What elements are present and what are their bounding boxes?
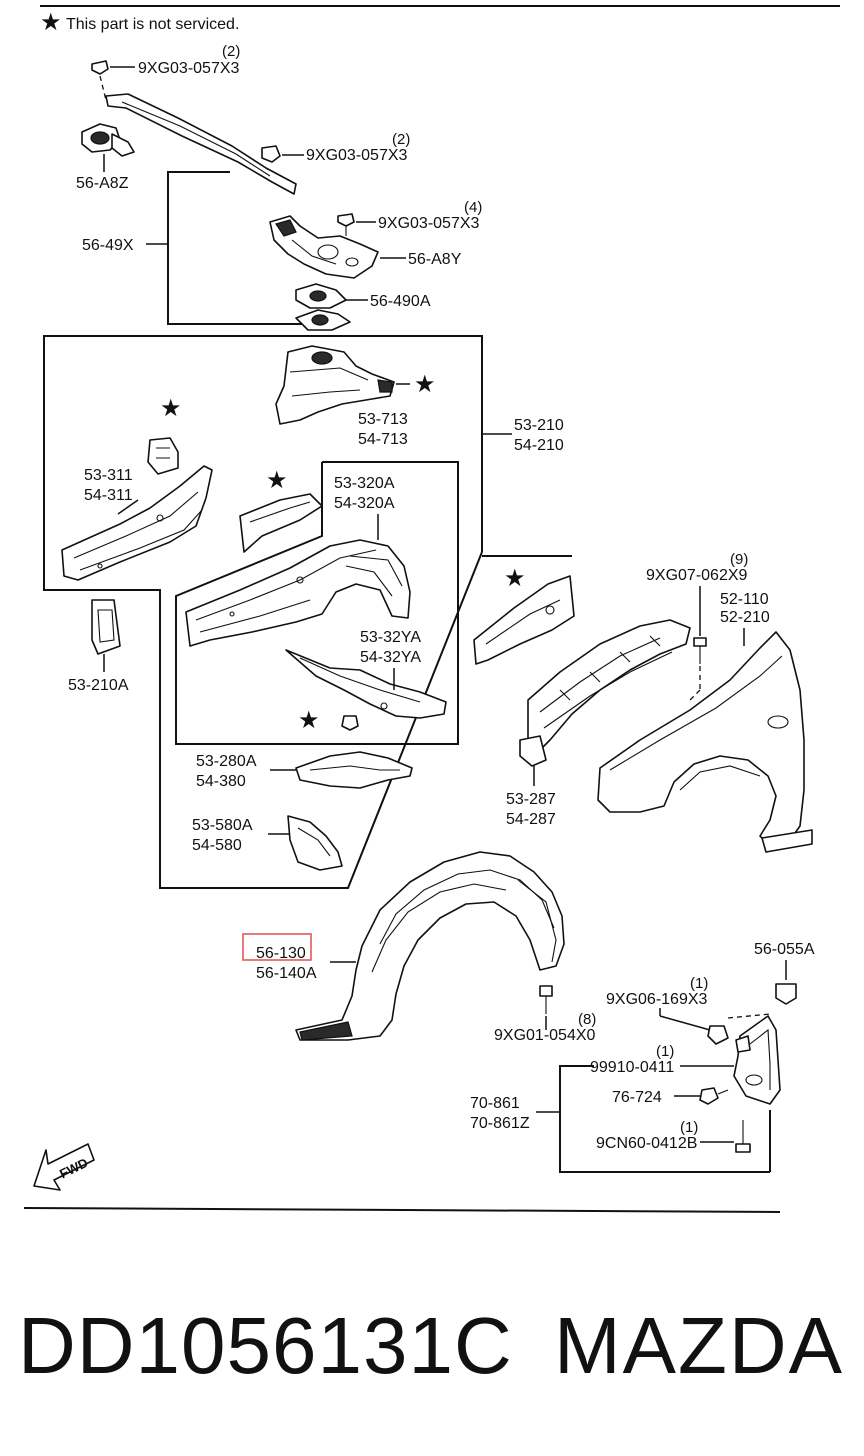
gusset-part: [287, 815, 343, 871]
insulator-part: [295, 283, 351, 331]
fender-bracket-part: [519, 619, 691, 767]
label-bolt-top-2-qty: (2): [392, 131, 410, 148]
liner-highlight-box: [242, 933, 312, 961]
label-fender-bolt-qty: (9): [730, 551, 748, 568]
label-flap-screw-qty: (1): [656, 1043, 674, 1060]
bottom-rule: [23, 1207, 781, 1213]
footer: DD1056131C MAZDA: [0, 1296, 864, 1406]
clip-part: [775, 983, 797, 1005]
label-bolt-top-2-code: 9XG03-057X3: [306, 147, 408, 164]
label-apron-assy-1: 53-210: [514, 417, 564, 434]
bolt-top-1: [91, 60, 135, 75]
mount-right-part: [269, 215, 379, 279]
label-fender-bolt-code: 9XG07-062X9: [646, 567, 748, 584]
label-fender-bracket-1: 53-287: [506, 791, 556, 808]
label-bracket: 53-210A: [68, 677, 129, 694]
bolt-top-2: [261, 145, 304, 163]
label-mount-left: 56-A8Z: [76, 175, 129, 192]
star-frame-bracket: ★: [160, 395, 182, 422]
liner-fastener: [539, 985, 553, 1030]
label-flap-bolt-code: 9CN60-0412B: [596, 1135, 697, 1152]
bracket-part: [91, 599, 121, 655]
label-gusset-1: 53-580A: [192, 817, 253, 834]
label-insulator: 56-490A: [370, 293, 431, 310]
wheel-liner-part: [295, 851, 565, 1041]
label-clip: 56-055A: [754, 941, 815, 958]
label-tower-2: 54-713: [358, 431, 408, 448]
label-liner-1: 56-130: [256, 945, 306, 962]
note-star: ★: [40, 9, 62, 36]
fwd-arrow: FWD: [33, 1143, 95, 1191]
label-fender-1: 52-110: [720, 591, 769, 608]
label-screw-qty: (1): [690, 975, 708, 992]
label-frame-1: 53-311: [84, 467, 133, 484]
strut-tower-part: [275, 345, 395, 425]
label-bolt-top-1-code: 9XG03-057X3: [138, 60, 240, 77]
label-mount-right: 56-A8Y: [408, 251, 462, 268]
note-text: This part is not serviced.: [66, 16, 239, 33]
label-apron-2: 54-320A: [334, 495, 395, 512]
label-flap-nut: 76-724: [612, 1089, 662, 1106]
rail-clip-part: [341, 715, 359, 731]
strut-brace-bar: [105, 93, 297, 195]
apron-panel-part: [185, 539, 411, 647]
label-liner-fastener-qty: (8): [578, 1011, 596, 1028]
label-frame-2: 54-311: [84, 487, 133, 504]
label-screw-code: 9XG06-169X3: [606, 991, 708, 1008]
star-reinforcement: ★: [504, 565, 526, 592]
member-part: [295, 751, 413, 789]
front-frame-part: [61, 465, 213, 581]
label-flap-screw-code: 99910-0411: [590, 1059, 674, 1076]
mount-left-part: [81, 123, 135, 157]
label-bolt-top-1-qty: (2): [222, 43, 240, 60]
star-apron-piece: ★: [266, 467, 288, 494]
frame-bracket-part: [147, 437, 179, 475]
label-bolt-top-3-code: 9XG03-057X3: [378, 215, 480, 232]
mudflap-part: [733, 1015, 781, 1105]
label-gusset-2: 54-580: [192, 837, 242, 854]
apron-piece-part: [239, 493, 323, 553]
label-bolt-top-3-qty: (4): [464, 199, 482, 216]
label-mudflap-1: 70-861: [470, 1095, 520, 1112]
label-mudflap-2: 70-861Z: [470, 1115, 530, 1132]
label-flap-bolt-qty: (1): [680, 1119, 698, 1136]
label-apron-1: 53-320A: [334, 475, 395, 492]
label-tower-1: 53-713: [358, 411, 408, 428]
fender-bolt: [693, 637, 707, 664]
screw-part: [707, 1025, 729, 1045]
label-fender-2: 52-210: [720, 609, 770, 626]
reinforcement-part: [473, 575, 575, 665]
star-tower-bracket: ★: [414, 371, 436, 398]
part-number: DD1056131C: [18, 1301, 513, 1390]
label-liner-fastener-code: 9XG01-054X0: [494, 1027, 596, 1044]
label-member-1: 53-280A: [196, 753, 257, 770]
flap-bolt-part: [735, 1120, 751, 1153]
label-member-2: 54-380: [196, 773, 246, 790]
label-liner-2: 56-140A: [256, 965, 317, 982]
label-fender-bracket-2: 54-287: [506, 811, 556, 828]
label-brace-assy: 56-49X: [82, 237, 134, 254]
flap-nut-part: [699, 1087, 729, 1105]
rail-part: [285, 649, 447, 719]
star-rail-clip: ★: [298, 707, 320, 734]
bolt-top-3: [337, 213, 376, 236]
fender-part: [597, 631, 813, 853]
label-apron-assy-2: 54-210: [514, 437, 564, 454]
label-rail-1: 53-32YA: [360, 629, 421, 646]
label-rail-2: 54-32YA: [360, 649, 421, 666]
brand-name: MAZDA: [554, 1301, 844, 1390]
